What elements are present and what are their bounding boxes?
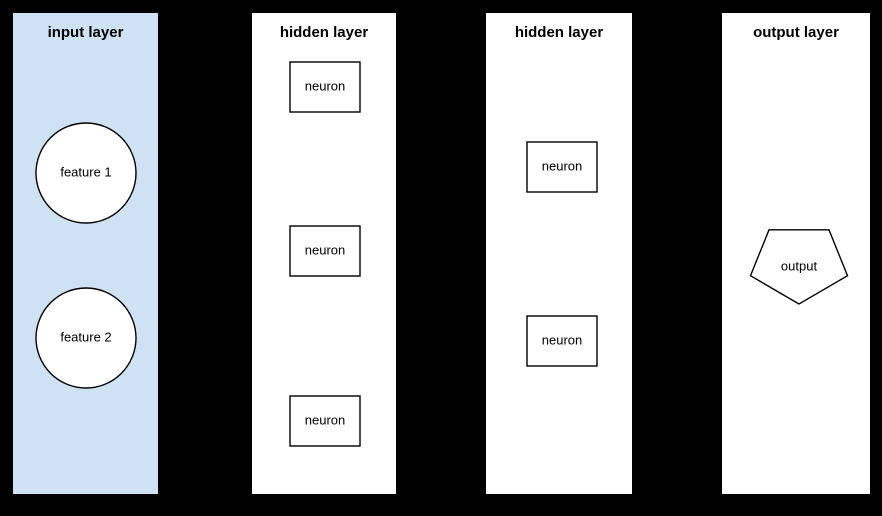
node-feature-1[interactable]: feature 1 xyxy=(35,122,137,224)
layer-nodes: feature 1 feature 2 neuron neuron neuron neur… xyxy=(35,61,849,447)
node-label-h2-neuron-2: neuron xyxy=(542,332,582,347)
node-label-feature-1: feature 1 xyxy=(60,164,111,179)
node-h1-neuron-3[interactable]: neuron xyxy=(289,395,361,447)
panel-title-hidden-layer-2: hidden layer xyxy=(515,24,604,41)
node-label-feature-2: feature 2 xyxy=(60,329,111,344)
node-h2-neuron-1[interactable]: neuron xyxy=(526,141,598,193)
panel-input-layer xyxy=(13,13,158,494)
node-h2-neuron-2[interactable]: neuron xyxy=(526,315,598,367)
node-output-node[interactable]: output xyxy=(749,229,849,305)
node-label-h1-neuron-2: neuron xyxy=(305,242,345,257)
node-h1-neuron-1[interactable]: neuron xyxy=(289,61,361,113)
node-label-h2-neuron-1: neuron xyxy=(542,158,582,173)
connection-edges xyxy=(137,87,749,424)
node-label-h1-neuron-1: neuron xyxy=(305,78,345,93)
panel-title-output-layer: output layer xyxy=(753,24,839,41)
panel-title-input-layer: input layer xyxy=(48,24,124,41)
node-label-output-node: output xyxy=(781,258,818,273)
layer-panels xyxy=(13,13,870,494)
node-label-h1-neuron-3: neuron xyxy=(305,412,345,427)
layer-titles: input layer hidden layer hidden layer outpu… xyxy=(48,24,840,41)
panel-title-hidden-layer-1: hidden layer xyxy=(280,24,369,41)
panel-hidden-layer-2 xyxy=(486,13,632,494)
node-h1-neuron-2[interactable]: neuron xyxy=(289,225,361,277)
node-feature-2[interactable]: feature 2 xyxy=(35,287,137,389)
